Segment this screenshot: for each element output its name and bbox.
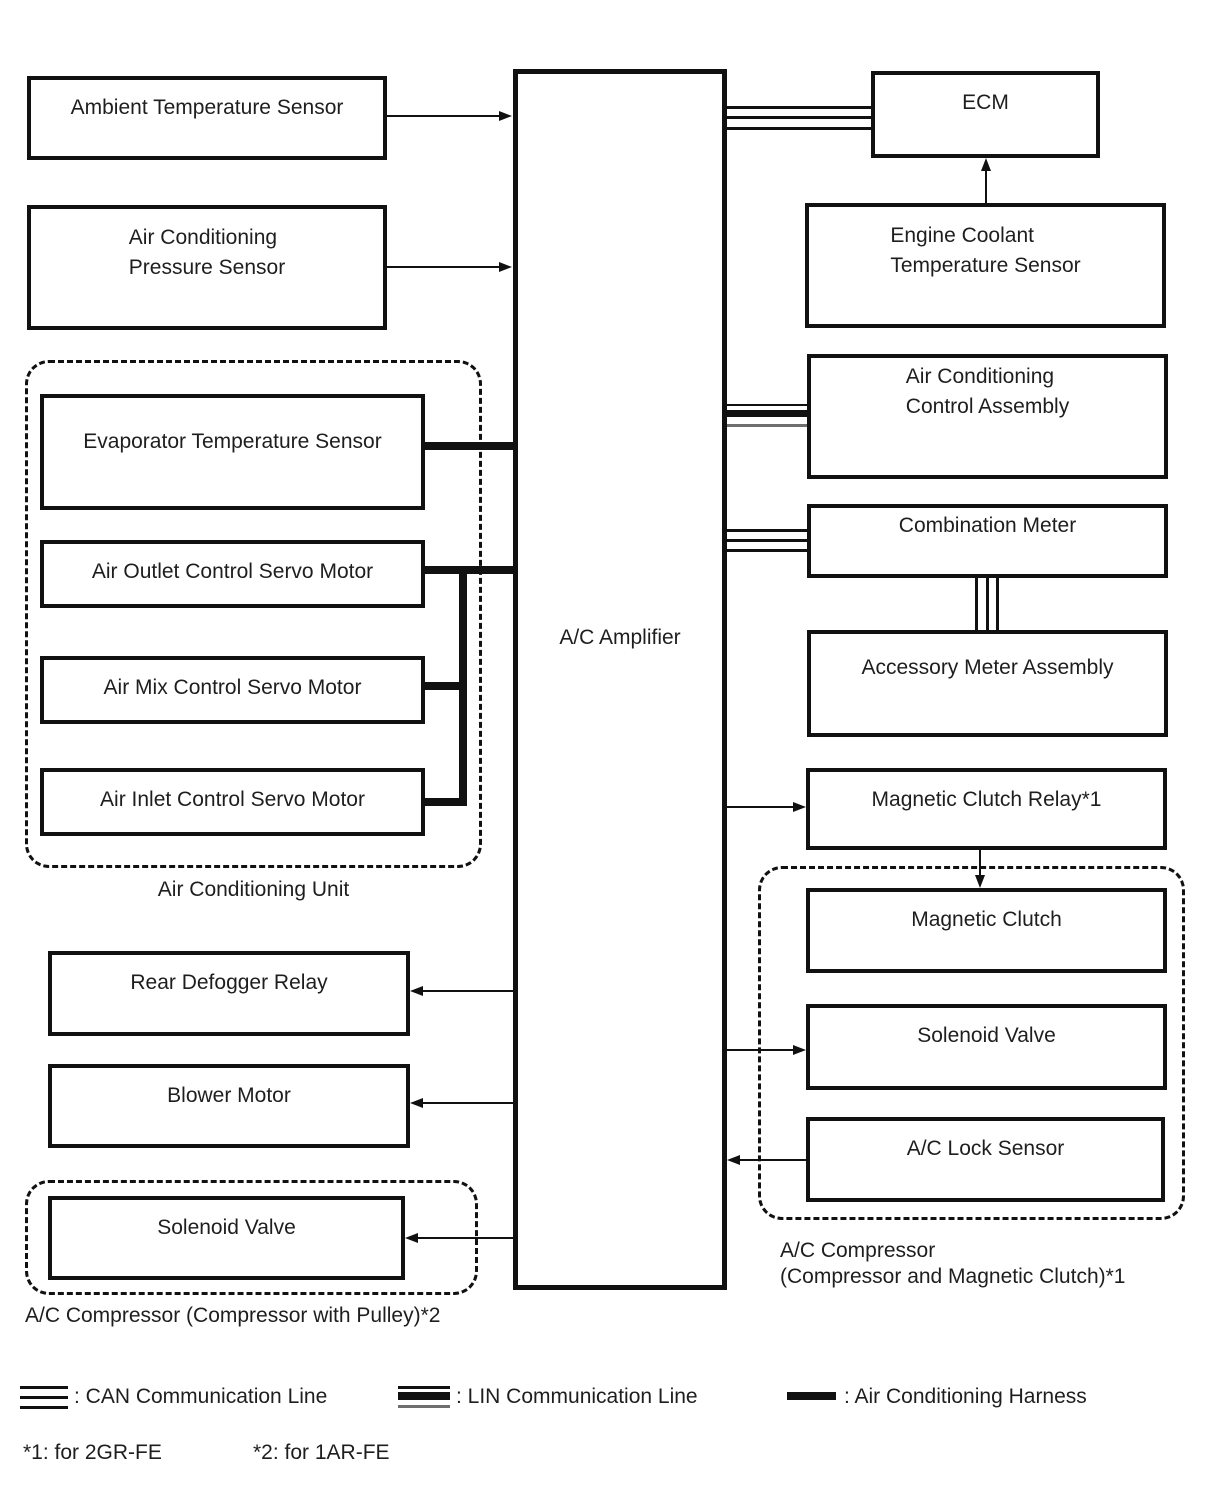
line-amplifier-to-rear-defogger	[422, 990, 513, 992]
ambient-temperature-sensor-label: Ambient Temperature Sensor	[70, 96, 344, 119]
evaporator-temperature-sensor-label: Evaporator Temperature Sensor	[83, 430, 382, 453]
box-magnetic-clutch: Magnetic Clutch	[806, 888, 1167, 973]
arrowhead-pressure-to-amplifier	[499, 262, 512, 272]
can-line-combination-accessory-2	[986, 578, 989, 630]
line-ambient-to-amplifier	[387, 115, 501, 117]
compressor-magnetic-clutch-label-line2: (Compressor and Magnetic Clutch)*1	[780, 1265, 1126, 1288]
can-line-amplifier-combination-meter-3	[727, 549, 807, 552]
can-symbol-bar-3	[20, 1406, 68, 1409]
harness-air-mix-to-bus	[425, 682, 467, 690]
box-combination-meter: Combination Meter	[807, 504, 1168, 578]
air-mix-servo-motor-label: Air Mix Control Servo Motor	[103, 676, 362, 699]
legend-lin-label: : LIN Communication Line	[456, 1385, 698, 1408]
box-ac-amplifier: A/C Amplifier	[513, 69, 727, 1290]
box-accessory-meter-assembly: Accessory Meter Assembly	[807, 630, 1168, 737]
compressor-pulley-group-label: A/C Compressor (Compressor with Pulley)*…	[25, 1304, 441, 1327]
box-magnetic-clutch-relay: Magnetic Clutch Relay*1	[806, 768, 1167, 850]
arrowhead-lock-sensor-to-amplifier	[727, 1155, 740, 1165]
line-lock-sensor-to-amplifier	[739, 1159, 806, 1161]
box-blower-motor: Blower Motor	[48, 1064, 410, 1148]
lin-symbol-bar-thick	[398, 1392, 450, 1400]
box-rear-defogger-relay: Rear Defogger Relay	[48, 951, 410, 1036]
arrowhead-amplifier-to-solenoid-left	[405, 1233, 418, 1243]
arrowhead-ambient-to-amplifier	[499, 111, 512, 121]
magnetic-clutch-label: Magnetic Clutch	[911, 908, 1062, 931]
box-air-outlet-servo-motor: Air Outlet Control Servo Motor	[40, 540, 425, 608]
rear-defogger-relay-label: Rear Defogger Relay	[130, 971, 328, 994]
ac-pressure-sensor-label-line1: Air Conditioning	[128, 226, 278, 249]
box-engine-coolant-temperature-sensor: Engine Coolant Temperature Sensor	[805, 203, 1166, 328]
solenoid-valve-right-label: Solenoid Valve	[917, 1024, 1056, 1047]
box-air-inlet-servo-motor: Air Inlet Control Servo Motor	[40, 768, 425, 836]
ac-unit-group-label: Air Conditioning Unit	[157, 878, 350, 901]
legend-harness-label: : Air Conditioning Harness	[844, 1385, 1087, 1408]
air-inlet-servo-motor-label: Air Inlet Control Servo Motor	[100, 788, 365, 811]
blower-motor-label: Blower Motor	[167, 1084, 291, 1107]
box-evaporator-temperature-sensor: Evaporator Temperature Sensor	[40, 394, 425, 510]
box-solenoid-valve-right: Solenoid Valve	[806, 1004, 1167, 1090]
arrowhead-amplifier-to-rear-defogger	[410, 986, 423, 996]
can-line-amplifier-combination-meter-2	[727, 539, 807, 542]
harness-symbol-bar	[787, 1392, 836, 1400]
arrowhead-clutch-relay-to-magnetic-clutch	[975, 875, 985, 888]
ac-lock-sensor-label: A/C Lock Sensor	[906, 1137, 1065, 1160]
compressor-magnetic-clutch-dashed-outline	[758, 866, 1185, 1220]
ac-control-assembly-label-line1: Air Conditioning	[905, 365, 1055, 388]
line-amplifier-to-clutch-relay	[727, 806, 794, 808]
box-ambient-temperature-sensor: Ambient Temperature Sensor	[27, 76, 387, 160]
solenoid-valve-left-label: Solenoid Valve	[157, 1216, 296, 1239]
ecm-label: ECM	[962, 91, 1009, 114]
lin-symbol-bar-bottom	[398, 1405, 450, 1408]
arrowhead-amplifier-to-clutch-relay	[793, 802, 806, 812]
can-line-amplifier-combination-meter-1	[727, 529, 807, 532]
can-line-amplifier-ecm-3	[727, 127, 871, 130]
box-ecm: ECM	[871, 71, 1100, 158]
arrowhead-amplifier-to-blower	[410, 1098, 423, 1108]
engine-coolant-label-line2: Temperature Sensor	[890, 254, 1081, 277]
line-clutch-relay-to-magnetic-clutch	[979, 850, 981, 876]
can-symbol-bar-2	[20, 1396, 68, 1399]
box-solenoid-valve-left: Solenoid Valve	[48, 1196, 405, 1280]
can-line-amplifier-ecm-1	[727, 106, 871, 109]
line-pressure-to-amplifier	[387, 266, 501, 268]
harness-air-inlet-to-bus	[425, 798, 467, 806]
box-air-mix-servo-motor: Air Mix Control Servo Motor	[40, 656, 425, 724]
can-symbol-bar-1	[20, 1386, 68, 1389]
lin-line-amplifier-control-assembly-top	[727, 404, 807, 406]
compressor-magnetic-clutch-group-label: A/C Compressor (Compressor and Magnetic …	[780, 1238, 1125, 1290]
harness-air-outlet-to-amplifier	[425, 566, 513, 574]
box-ac-lock-sensor: A/C Lock Sensor	[806, 1117, 1165, 1202]
arrowhead-coolant-to-ecm	[981, 158, 991, 171]
lin-line-amplifier-control-assembly-thick	[727, 410, 807, 417]
line-amplifier-to-blower	[422, 1102, 513, 1104]
footnote-2: *2: for 1AR-FE	[253, 1441, 390, 1464]
arrowhead-amplifier-to-solenoid-right	[793, 1045, 806, 1055]
can-line-combination-accessory-3	[996, 578, 999, 630]
lin-line-amplifier-control-assembly-bottom	[727, 424, 807, 427]
line-coolant-to-ecm	[985, 170, 987, 203]
legend-can-label: : CAN Communication Line	[74, 1385, 328, 1408]
combination-meter-label: Combination Meter	[898, 514, 1077, 537]
footnote-1: *1: for 2GR-FE	[23, 1441, 162, 1464]
harness-evaporator-to-amplifier	[425, 442, 513, 450]
compressor-magnetic-clutch-label-line1: A/C Compressor	[780, 1239, 936, 1262]
line-amplifier-to-solenoid-left	[417, 1237, 513, 1239]
lin-symbol-bar-top	[398, 1386, 450, 1389]
engine-coolant-label-line1: Engine Coolant	[890, 224, 1034, 247]
box-ac-pressure-sensor: Air Conditioning Pressure Sensor	[27, 205, 387, 330]
ac-pressure-sensor-label-line2: Pressure Sensor	[128, 256, 286, 279]
can-line-amplifier-ecm-2	[727, 116, 871, 119]
air-outlet-servo-motor-label: Air Outlet Control Servo Motor	[91, 560, 374, 583]
box-ac-control-assembly: Air Conditioning Control Assembly	[807, 354, 1168, 479]
magnetic-clutch-relay-label: Magnetic Clutch Relay*1	[871, 788, 1102, 811]
ac-amplifier-label: A/C Amplifier	[559, 626, 681, 649]
line-amplifier-to-solenoid-right	[727, 1049, 794, 1051]
can-line-combination-accessory-1	[975, 578, 978, 630]
accessory-meter-assembly-label: Accessory Meter Assembly	[861, 656, 1114, 679]
ac-control-assembly-label-line2: Control Assembly	[905, 395, 1070, 418]
ac-unit-dashed-outline	[25, 360, 482, 868]
